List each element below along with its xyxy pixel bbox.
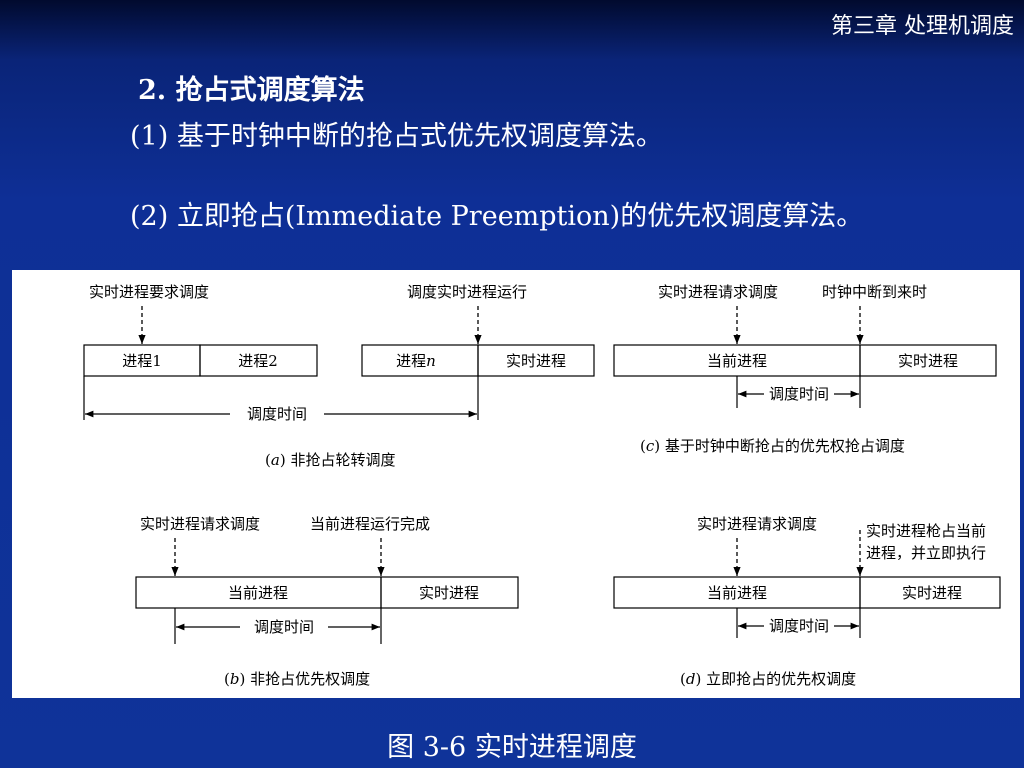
figure-caption: 图 3-6 实时进程调度: [387, 732, 637, 763]
c-request-label: 实时进程请求调度: [658, 283, 778, 301]
a-caption: (a) 非抢占轮转调度: [265, 451, 395, 469]
c-rt-label: 实时进程: [898, 352, 958, 370]
d-preempt-label-line2: 进程，并立即执行: [866, 544, 986, 562]
a-process1-label: 进程1: [122, 352, 162, 370]
c-caption: (c) 基于时钟中断抢占的优先权抢占调度: [640, 437, 905, 455]
a-processn-label: 进程n: [396, 352, 436, 370]
b-request-label: 实时进程请求调度: [140, 515, 260, 533]
a-rt-box: [477, 344, 595, 377]
d-current-label: 当前进程: [707, 584, 767, 602]
c-span-label: 调度时间: [769, 385, 829, 403]
a-run-label: 调度实时进程运行: [407, 283, 527, 301]
b-rt-label: 实时进程: [419, 584, 479, 602]
b-caption: (b) 非抢占优先权调度: [224, 670, 370, 688]
d-caption: (d) 立即抢占的优先权调度: [680, 670, 856, 688]
a-rt-label: 实时进程: [506, 352, 566, 370]
d-span-label: 调度时间: [769, 617, 829, 635]
diagram-panel: 实时进程要求调度 调度实时进程运行 进程1 进程2 进程n 实时进程 调度时间 …: [12, 270, 1020, 698]
item-immediate-preemption: (2) 立即抢占(Immediate Preemption)的优先权调度算法。: [130, 201, 864, 232]
chapter-title: 第三章 处理机调度: [831, 14, 1014, 39]
b-span-label: 调度时间: [254, 618, 314, 636]
d-rt-label: 实时进程: [902, 584, 962, 602]
diagram-c: 实时进程请求调度 时钟中断到来时 当前进程 实时进程 调度时间 (c) 基于时钟…: [613, 283, 997, 455]
b-current-label: 当前进程: [228, 584, 288, 602]
b-rt-box: [380, 576, 519, 609]
c-rt-box: [859, 344, 997, 377]
d-request-label: 实时进程请求调度: [697, 515, 817, 533]
a-process2-box: [199, 344, 318, 377]
c-current-label: 当前进程: [707, 352, 767, 370]
d-rt-box: [859, 576, 1001, 609]
a-process2-label: 进程2: [238, 352, 278, 370]
diagram-d: 实时进程请求调度 实时进程枪占当前 进程，并立即执行 当前进程 实时进程 调度时…: [613, 515, 1001, 688]
scheduling-diagram: 实时进程要求调度 调度实时进程运行 进程1 进程2 进程n 实时进程 调度时间 …: [83, 283, 1001, 688]
c-tick-label: 时钟中断到来时: [822, 283, 927, 301]
a-request-label: 实时进程要求调度: [89, 283, 209, 301]
section-heading: 2. 抢占式调度算法: [138, 75, 365, 106]
diagram-a: 实时进程要求调度 调度实时进程运行 进程1 进程2 进程n 实时进程 调度时间 …: [83, 283, 595, 469]
item-clock-interrupt: (1) 基于时钟中断的抢占式优先权调度算法。: [130, 121, 663, 152]
diagram-b: 实时进程请求调度 当前进程运行完成 当前进程 实时进程 调度时间 (b) 非抢占…: [135, 515, 519, 688]
a-span-label: 调度时间: [247, 405, 307, 423]
d-preempt-label-line1: 实时进程枪占当前: [866, 522, 986, 540]
b-complete-label: 当前进程运行完成: [310, 515, 430, 533]
